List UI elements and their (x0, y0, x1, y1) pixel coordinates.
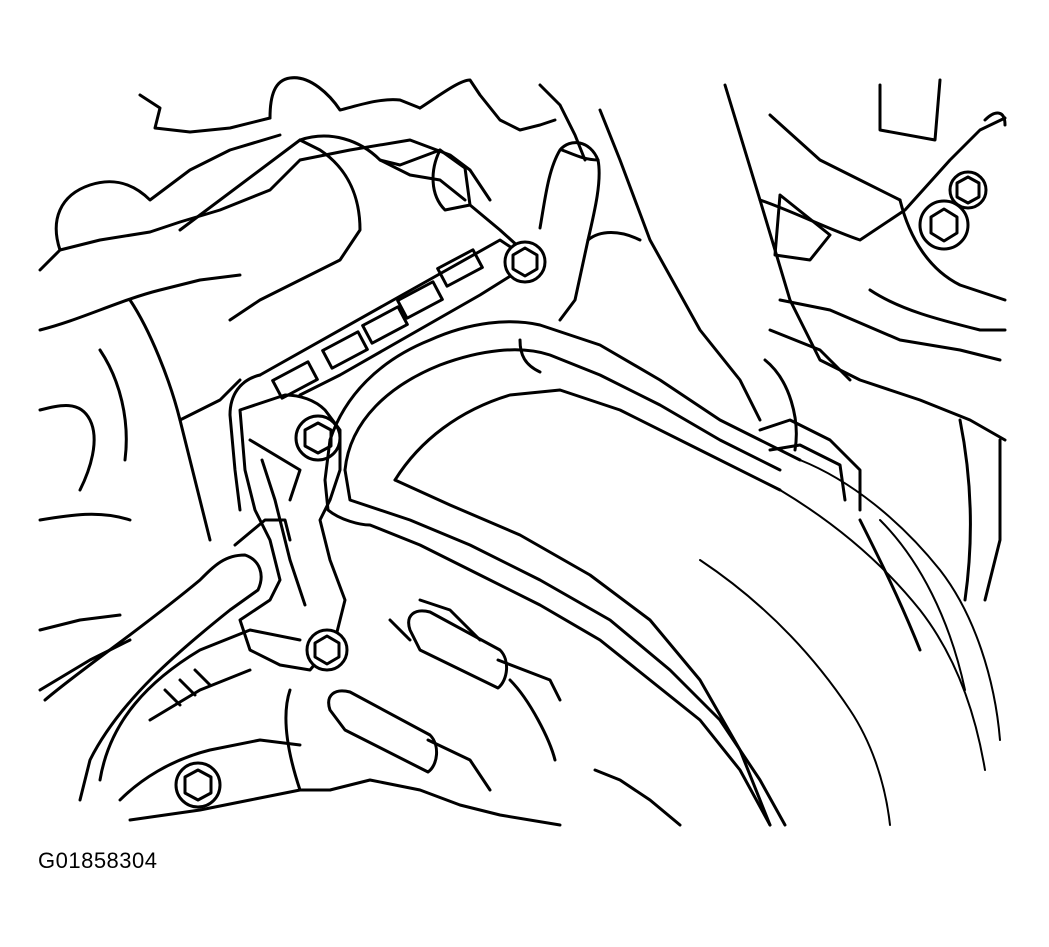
bolt-top-right (503, 240, 547, 284)
bolt-upper-right-a (948, 170, 988, 210)
engine-block-outline (38, 76, 587, 692)
vacuum-hose (43, 518, 302, 802)
bolt-bottom-left (174, 761, 222, 809)
bolt-upper-right-b (918, 199, 970, 251)
mounting-bracket (238, 393, 347, 672)
bolt-mid-left (294, 414, 342, 462)
vent-slots (271, 248, 484, 400)
air-intake-duct (323, 320, 1001, 827)
throttle-body-housing (98, 134, 522, 542)
fuel-connectors (327, 598, 562, 792)
bottom-frame (128, 518, 922, 827)
bolt-lower-left (305, 628, 349, 672)
upper-hose (538, 108, 762, 422)
right-bracket (723, 78, 1007, 602)
figure-id-label: G01858304 (38, 848, 158, 873)
